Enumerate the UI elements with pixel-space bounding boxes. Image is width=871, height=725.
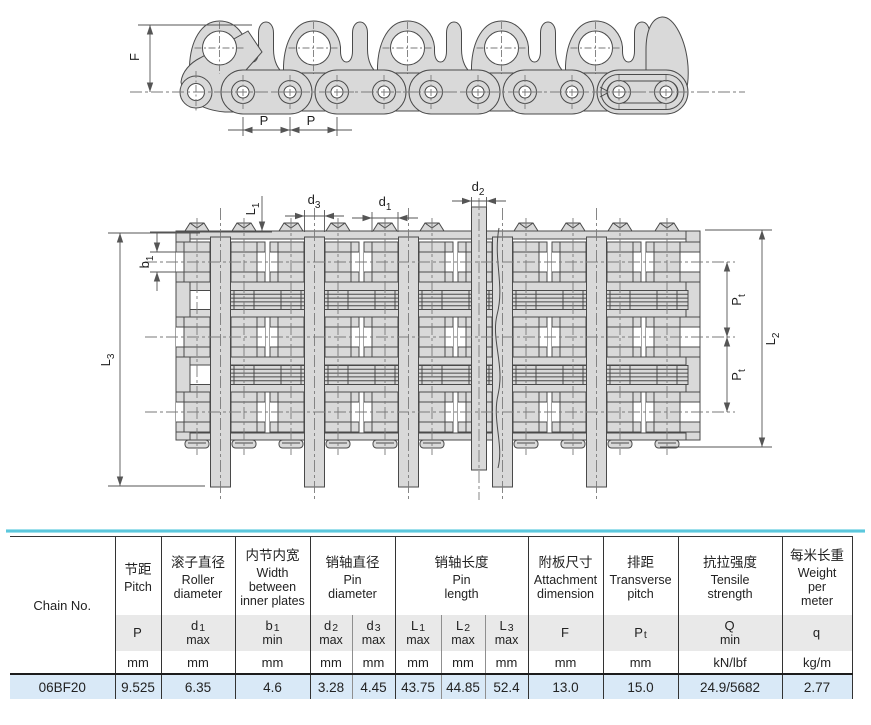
dimension-d2 [452, 197, 506, 207]
unit-cell: kN/lbf [677, 651, 783, 674]
value-Q: 24.9/5682 [677, 673, 783, 699]
dim-label-d1: d1 [378, 194, 392, 213]
chain-plan-view [108, 196, 772, 500]
dimension-d1 [352, 212, 418, 232]
dim-label-P-left: P [259, 113, 269, 129]
symbol-q: q [781, 615, 853, 651]
value-L3: 52.4 [484, 673, 529, 699]
break-line [494, 227, 501, 469]
accent-divider [6, 529, 865, 533]
symbol-Pt: Pt [602, 615, 679, 651]
symbol-P: P [114, 615, 161, 651]
dimension-P [228, 117, 352, 136]
dimension-Pt [723, 262, 731, 412]
value-d2: 3.28 [309, 673, 352, 699]
value-L1: 43.75 [394, 673, 441, 699]
dimension-b1 [150, 233, 208, 291]
dim-label-L3: L3 [98, 353, 117, 367]
dim-label-P-right: P [306, 113, 316, 129]
value-Pt: 15.0 [602, 673, 679, 699]
unit-cell: mm [440, 651, 485, 674]
symbol-F: F [527, 615, 604, 651]
data-row: 06BF20 9.525 6.35 4.6 3.28 4.45 43.75 44… [10, 673, 853, 699]
unit-cell: mm [234, 651, 310, 674]
value-F: 13.0 [527, 673, 604, 699]
dim-label-L2: L2 [763, 332, 782, 346]
value-roller-diameter: 6.35 [160, 673, 235, 699]
dim-label-F: F [127, 53, 143, 61]
dimension-L1 [150, 196, 272, 233]
value-pitch: 9.525 [114, 673, 161, 699]
unit-cell: mm [527, 651, 604, 674]
unit-cell: mm [394, 651, 441, 674]
dim-label-L1: L1 [243, 202, 262, 216]
value-d3: 4.45 [351, 673, 395, 699]
unit-cell: mm [309, 651, 352, 674]
unit-cell: mm [484, 651, 529, 674]
dim-label-Pt-lower: Pt [729, 369, 748, 381]
value-L2: 44.85 [440, 673, 485, 699]
unit-cell: mm [114, 651, 161, 674]
value-q: 2.77 [781, 673, 853, 699]
dimension-F [138, 24, 252, 92]
unit-cell: mm [160, 651, 235, 674]
unit-cell: kg/m [781, 651, 853, 674]
chain-no-value: 06BF20 [10, 673, 115, 699]
dim-label-d3: d3 [307, 192, 321, 211]
dimension-L3 [108, 232, 205, 487]
dimension-d3 [285, 210, 344, 232]
unit-cell: mm [602, 651, 679, 674]
value-inner-width: 4.6 [234, 673, 310, 699]
dim-label-d2: d2 [471, 179, 485, 198]
dimension-L2 [660, 229, 772, 448]
dim-label-Pt-upper: Pt [729, 294, 748, 306]
unit-cell: mm [351, 651, 395, 674]
right-crop-mask [700, 228, 763, 444]
unit-row: mm mm mm mm mm mm mm mm mm mm kN/lbf kg/… [10, 651, 853, 674]
chain-no-header: Chain No. [10, 536, 115, 674]
chain-side-view [130, 16, 745, 136]
dim-label-b1: b1 [137, 255, 156, 269]
chain-drawings [108, 16, 772, 500]
centerlines [145, 198, 735, 500]
